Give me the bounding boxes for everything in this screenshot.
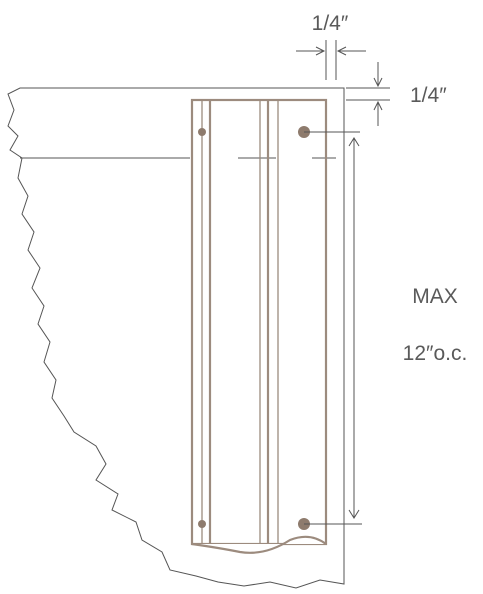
trim-panel-outer xyxy=(190,98,328,546)
spacing-arrow-top xyxy=(348,137,360,147)
edge-arrow-left xyxy=(315,46,326,56)
spacing-label-max: MAX xyxy=(412,285,458,308)
top-distance-label: 1/4″ xyxy=(410,84,447,107)
edge-distance-label: 1/4″ xyxy=(312,12,349,35)
spacing-arrow-bottom xyxy=(348,509,360,519)
trim-break-line xyxy=(191,535,327,554)
top-arrow-lower xyxy=(373,100,383,111)
edge-arrow-right xyxy=(336,46,347,56)
top-arrow-upper xyxy=(373,77,383,88)
spacing-label-oc: 12″o.c. xyxy=(403,342,468,365)
fastener-top-left xyxy=(198,128,206,136)
substrate-outline xyxy=(7,87,345,589)
fastener-bottom-left xyxy=(198,520,206,528)
